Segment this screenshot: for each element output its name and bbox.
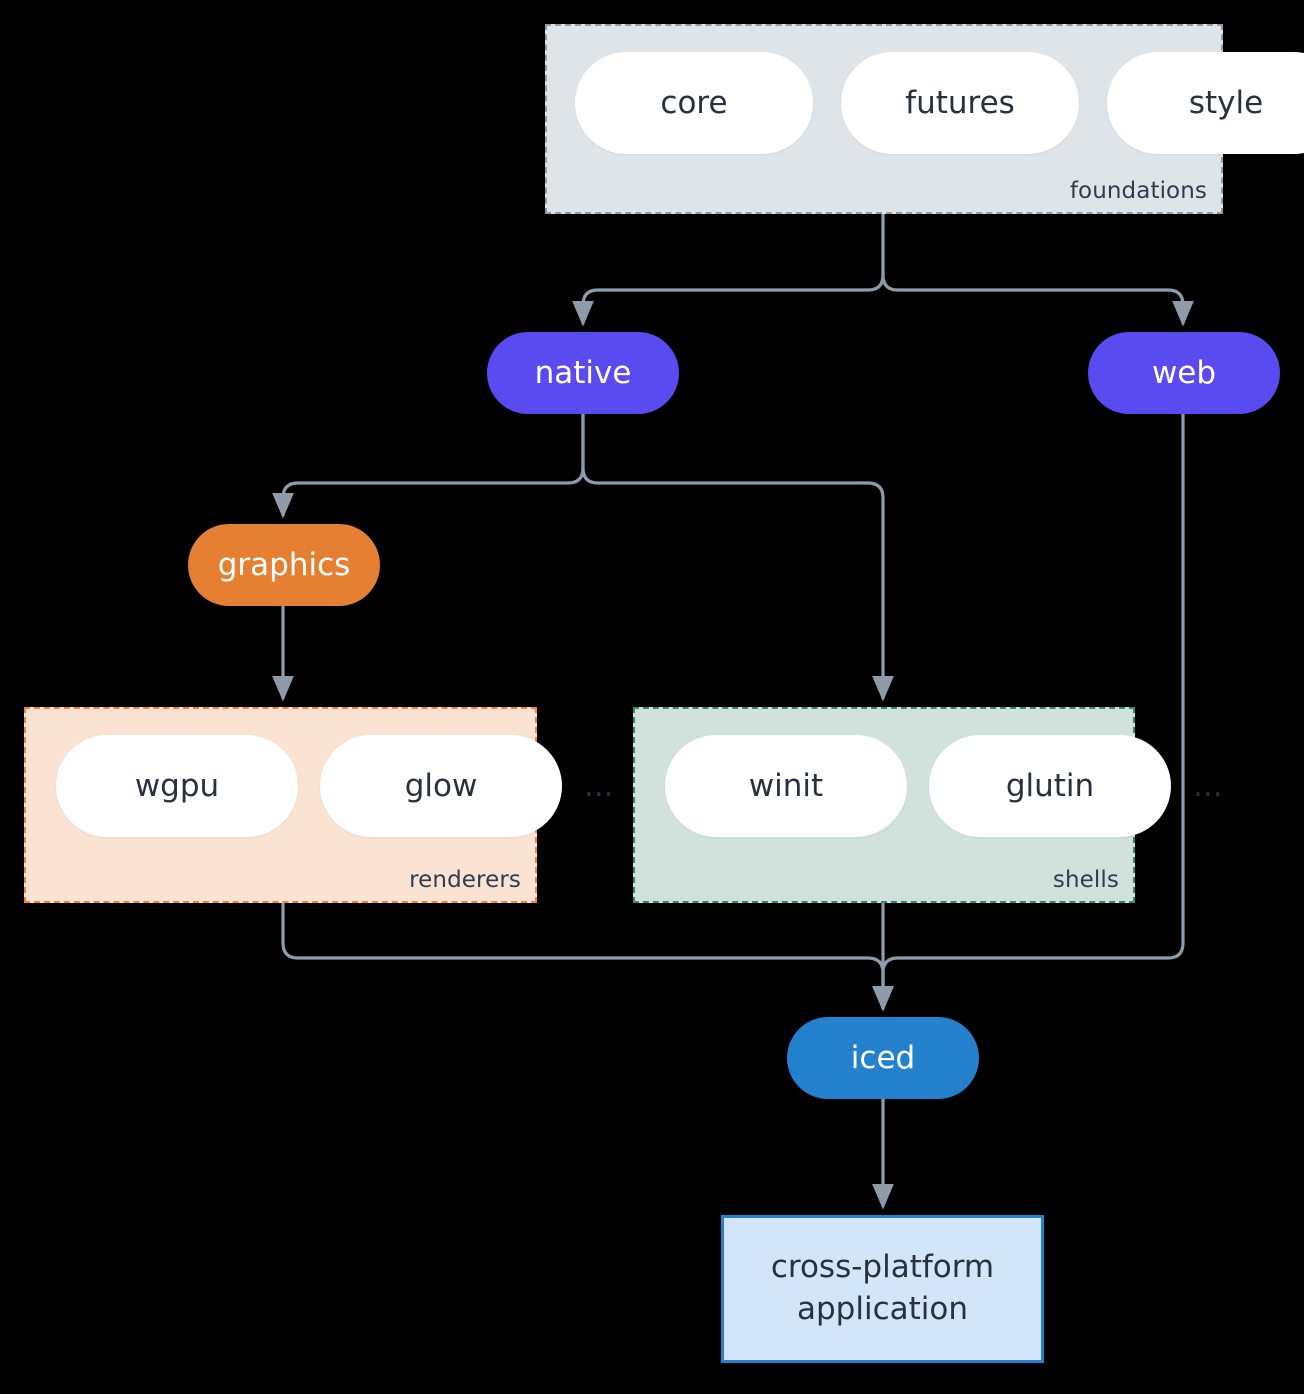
edge-foundations-to-native (572, 214, 885, 327)
edge-native-to-graphics (272, 414, 585, 519)
edge-foundations-to-web (881, 214, 1194, 327)
module-glutin-label: glutin (1005, 768, 1095, 804)
edge-renderers-to-iced (281, 903, 894, 1012)
node-iced-label: iced (850, 1040, 916, 1076)
node-native-label: native (534, 355, 632, 391)
module-glutin[interactable]: glutin (929, 735, 1171, 837)
application-line-1: cross-platform (770, 1249, 995, 1286)
shells-ellipsis: ... (1193, 767, 1223, 804)
group-foundations-label: foundations (1069, 178, 1207, 204)
module-futures[interactable]: futures (841, 52, 1079, 154)
module-futures-label: futures (905, 85, 1015, 121)
group-shells-label: shells (1052, 867, 1119, 893)
edge-native-to-shells (581, 414, 894, 702)
application-line-2: application (797, 1291, 968, 1327)
node-graphics-label: graphics (217, 547, 351, 583)
module-wgpu[interactable]: wgpu (56, 735, 298, 837)
module-glow-label: glow (404, 768, 478, 804)
group-renderers-items: wgpu glow ... (56, 735, 614, 837)
module-winit[interactable]: winit (665, 735, 907, 837)
node-native[interactable]: native (487, 332, 679, 414)
module-core-label: core (660, 85, 728, 121)
node-web-label: web (1151, 355, 1217, 391)
module-glow[interactable]: glow (320, 735, 562, 837)
module-winit-label: winit (748, 768, 824, 804)
node-web[interactable]: web (1088, 332, 1280, 414)
node-graphics[interactable]: graphics (188, 524, 380, 606)
renderers-ellipsis: ... (584, 767, 614, 804)
module-wgpu-label: wgpu (134, 768, 220, 804)
node-iced[interactable]: iced (787, 1017, 979, 1099)
group-shells-items: winit glutin ... (665, 735, 1223, 837)
node-cross-platform-application[interactable]: cross-platform application (721, 1215, 1044, 1363)
module-style-label: style (1188, 85, 1264, 121)
group-shells: winit glutin ... shells (633, 707, 1223, 903)
module-style[interactable]: style (1107, 52, 1304, 154)
group-renderers-label: renderers (409, 867, 521, 893)
module-core[interactable]: core (575, 52, 813, 154)
group-foundations: core futures style foundations (545, 24, 1304, 214)
group-foundations-items: core futures style (575, 52, 1304, 154)
group-renderers: wgpu glow ... renderers (24, 707, 614, 903)
